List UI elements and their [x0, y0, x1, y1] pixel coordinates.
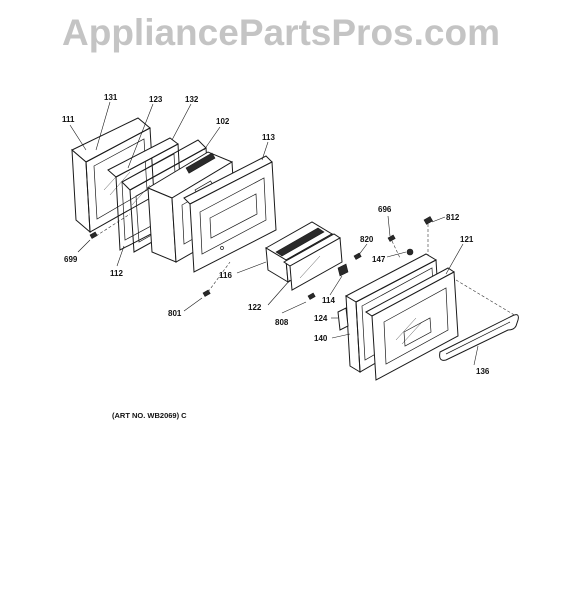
label-696: 696: [378, 205, 392, 214]
screw-820: [353, 252, 362, 260]
screw-696: [387, 234, 401, 259]
label-147: 147: [372, 255, 386, 264]
label-112: 112: [110, 269, 123, 278]
part-113-door-liner: [183, 155, 277, 273]
label-140: 140: [314, 334, 328, 343]
part-111-outer-frame: [71, 117, 155, 234]
label-113: 113: [262, 133, 275, 142]
label-801: 801: [168, 309, 182, 318]
label-116: 116: [219, 271, 232, 280]
part-121-outer-glass: [365, 267, 459, 381]
label-132: 132: [185, 95, 199, 104]
screw-808: [307, 292, 316, 300]
label-812: 812: [446, 213, 460, 222]
label-136: 136: [476, 367, 490, 376]
part-122-glass: [283, 233, 343, 291]
label-808: 808: [275, 318, 289, 327]
label-131: 131: [104, 93, 118, 102]
art-number: (ART NO. WB2069) C: [112, 411, 187, 420]
label-121: 121: [460, 235, 474, 244]
label-122: 122: [248, 303, 262, 312]
screw-147: [406, 248, 414, 256]
screw-699: [89, 213, 131, 239]
label-820: 820: [360, 235, 374, 244]
leader-lines: [69, 101, 479, 366]
part-136-handle: [439, 279, 519, 361]
label-123: 123: [149, 95, 163, 104]
label-114: 114: [322, 296, 335, 305]
screw-801: [202, 261, 231, 297]
screw-812: [423, 216, 433, 256]
label-111: 111: [62, 115, 75, 124]
label-124: 124: [314, 314, 328, 323]
clip-114: [337, 263, 349, 277]
label-699: 699: [64, 255, 78, 264]
watermark: AppliancePartsPros.com: [62, 12, 500, 53]
label-102: 102: [216, 117, 230, 126]
part-124-trim: [337, 307, 349, 331]
